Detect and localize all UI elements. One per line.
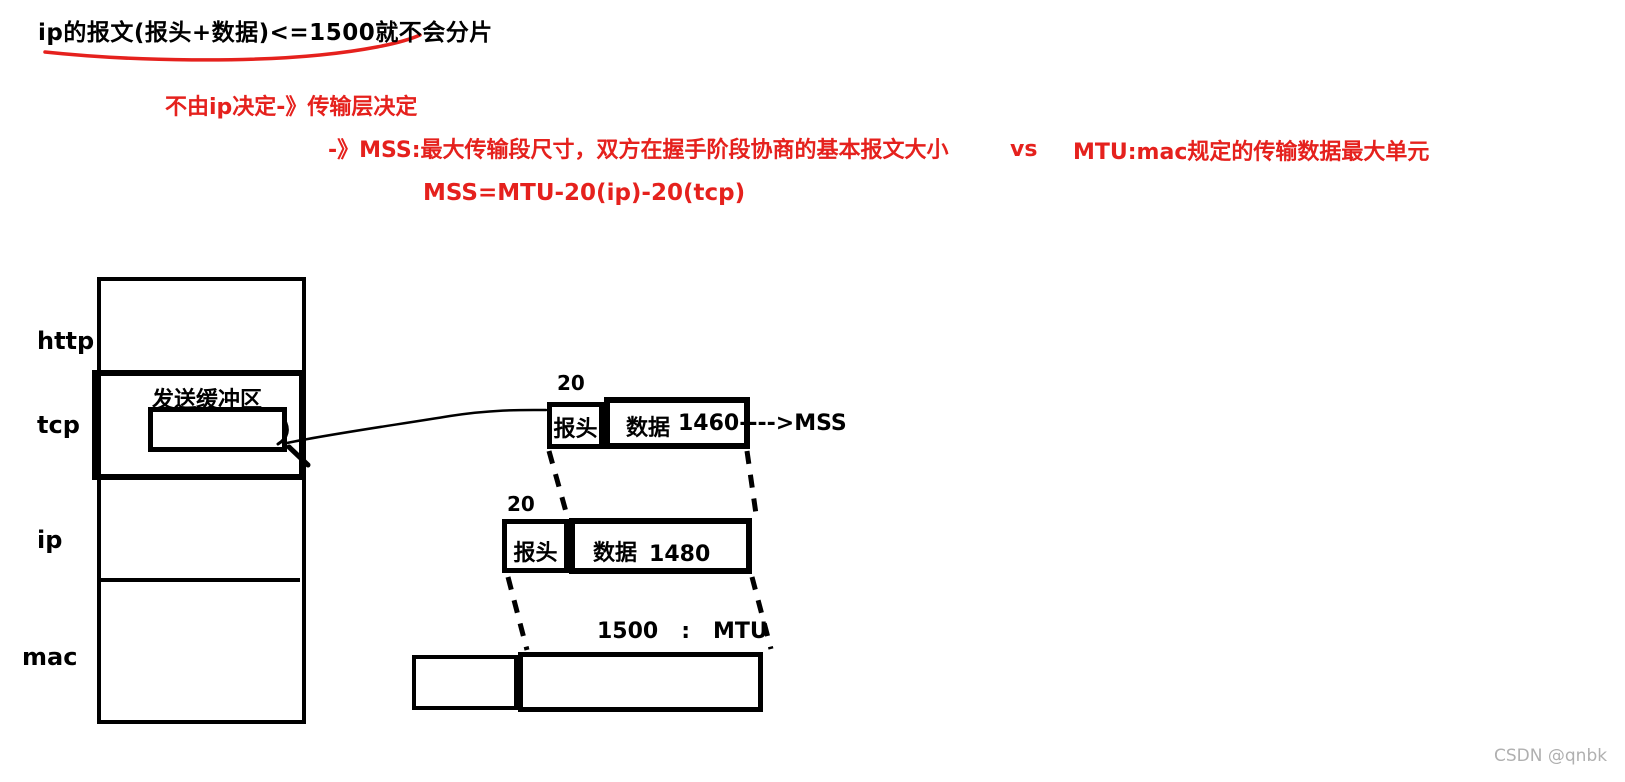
ip-mac-divider [99,578,300,582]
layer-label-ip: ip [37,526,63,554]
note-decided-by: 不由ip决定-》传输层决定 [165,95,418,120]
layer-label-http: http [37,327,95,355]
ip-header-size-label: 20 [507,492,535,516]
tcp-segment-header-box: 报头 [547,402,604,449]
tcp-mss-size-annotation: 1460---->MSS [678,411,847,436]
tcp-layer-box [92,370,305,480]
layer-label-mac: mac [22,643,78,671]
tcp-data-label: 数据 [626,416,671,441]
watermark: CSDN @qnbk [1494,746,1608,766]
ip-data-size: 1480 [649,542,711,567]
ip-data-label: 数据 [593,541,638,566]
note-vs: vs [1010,137,1038,162]
send-buffer-rect [148,407,287,452]
layer-label-tcp: tcp [37,411,80,439]
note-mtu-definition: MTU:mac规定的传输数据最大单元 [1073,140,1430,165]
fragment-dash-ip-left [505,576,530,651]
mac-frame-body-box [518,652,763,712]
fragment-dash-tcp-left [546,450,571,520]
note-mss-formula: MSS=MTU-20(ip)-20(tcp) [423,180,746,206]
tcp-header-size-label: 20 [557,371,585,395]
page-title: ip的报文(报头+数据)<=1500就不会分片 [38,20,493,46]
mtu-size-annotation: 1500 : MTU [597,619,768,644]
note-mss-definition: -》MSS:最大传输段尺寸，双方在握手阶段协商的基本报文大小 [328,138,949,163]
tcp-header-label: 报头 [553,417,598,442]
ip-packet-data-box: 数据 1480 [569,518,752,574]
tcp-segment-data-box: 数据 [604,397,750,449]
ip-packet-header-box: 报头 [502,519,569,573]
ip-header-label: 报头 [513,541,558,566]
protocol-stack-box [97,277,306,724]
fragment-dash-tcp-right [744,450,760,522]
buffer-to-segment-line [285,408,548,445]
mac-frame-header-box [412,655,518,710]
